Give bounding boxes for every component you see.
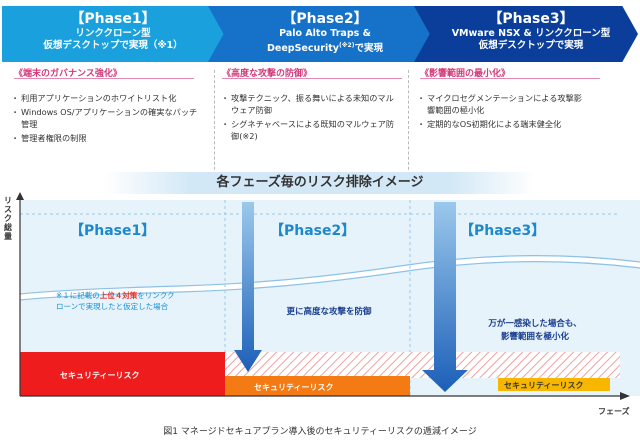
wave-band — [20, 255, 640, 300]
chart-phase2-label: 【Phase2】 — [270, 223, 356, 239]
chart-phase3-label: 【Phase3】 — [460, 223, 546, 239]
section1-item: Windows OS/アプリケーションの確実なパッチ管理 — [11, 106, 204, 130]
section3-item: マイクロセグメンテーションによる攻撃影響範囲の極小化 — [417, 92, 590, 116]
y-axis-arrow-icon — [16, 192, 24, 200]
phase3-description-line2: 影響範囲を極小化 — [500, 332, 569, 342]
phase3-description-line1: 万が一感染した場合も、 — [488, 319, 582, 329]
phase1-sub1: リンククローン型 — [75, 28, 151, 39]
section1-title: 《端末のガバナンス強化》 — [14, 69, 122, 79]
figure-caption: 図1 マネージドセキュアプラン導入後のセキュリティーリスクの逓減イメージ — [163, 427, 477, 437]
section1-divider — [14, 78, 194, 79]
section2-list: 攻撃テクニック、振る舞いによる未知のマルウェア防御 シグネチャベースによる既知の… — [221, 92, 396, 144]
section-separator — [214, 70, 215, 180]
phase2-sub2-tail: で実現 — [354, 43, 383, 55]
risk-label-phase3: セキュリティーリスク — [504, 381, 584, 390]
phase2-description: 更に高度な攻撃を防御 — [286, 307, 372, 317]
phase3-header: 【Phase3】 VMware NSX & リンククローン型 仮想デスクトップで… — [414, 6, 638, 62]
phase3-description: 万が一感染した場合も、 影響範囲を極小化 — [470, 318, 600, 344]
phase3-title: 【Phase3】 — [488, 11, 574, 27]
phase2-sub2-line: DeepSecurity(※2)で実現 — [220, 40, 430, 55]
note-line2: ローンで実現したと仮定した場合 — [56, 302, 169, 311]
arrow-down-icon — [234, 202, 262, 372]
risk-block-phase3 — [498, 378, 610, 391]
phase2-sub2: DeepSecurity — [267, 43, 339, 55]
section1-item: 管理者権限の制限 — [11, 132, 204, 144]
note-highlight: 上位４対策 — [99, 291, 138, 300]
wave-line-top — [19, 254, 640, 295]
band-title: 各フェーズ毎のリスク排除イメージ — [105, 172, 535, 194]
phase1-sub2: 仮想デスクトップで実現（※1） — [43, 40, 183, 51]
y-axis-label: リスク総量 — [4, 196, 12, 241]
x-axis-label: フェーズ — [598, 407, 630, 416]
risk-area — [20, 200, 640, 294]
phase1-header: 【Phase1】 リンククローン型 仮想デスクトップで実現（※1） — [2, 6, 224, 62]
note-pre: ※１に記載の — [56, 291, 100, 300]
risk-label-phase2: セキュリティーリスク — [254, 383, 334, 392]
section1-item: 利用アプリケーションのホワイトリスト化 — [11, 92, 204, 104]
wave-line-bottom — [19, 260, 640, 301]
section1-list: 利用アプリケーションのホワイトリスト化 Windows OS/アプリケーションの… — [11, 92, 204, 146]
phase2-sub1: Palo Alto Traps & — [279, 28, 371, 39]
phase3-sub1: VMware NSX & リンククローン型 — [451, 28, 611, 39]
risk-label-phase1: セキュリティーリスク — [60, 371, 140, 380]
section3-item: 定期的なOS初期化による端末健全化 — [417, 118, 590, 130]
section3-divider — [420, 78, 600, 79]
note-post: をリンクク — [137, 291, 175, 300]
phase2-title: 【Phase2】 — [282, 11, 368, 27]
risk-block-phase1 — [20, 352, 225, 396]
section2-title: 《高度な攻撃の防御》 — [222, 69, 313, 79]
risk-block-phase2 — [225, 376, 410, 396]
section3-list: マイクロセグメンテーションによる攻撃影響範囲の極小化 定期的なOS初期化による端… — [417, 92, 590, 132]
arrow-down-icon — [422, 202, 468, 392]
section2-item: 攻撃テクニック、振る舞いによる未知のマルウェア防御 — [221, 92, 396, 116]
phase3-sub2: 仮想デスクトップで実現 — [478, 40, 584, 51]
phase1-title: 【Phase1】 — [70, 11, 156, 27]
chart-phase1-label: 【Phase1】 — [70, 223, 156, 239]
section2-item: シグネチャベースによる既知のマルウェア防御(※2) — [221, 118, 396, 142]
x-axis-arrow-icon — [620, 392, 630, 400]
section-separator — [408, 70, 409, 180]
section3-title: 《影響範囲の最小化》 — [420, 69, 511, 79]
phase2-sub2-sup: (※2) — [338, 42, 355, 49]
risk-diagram — [16, 192, 640, 400]
phase2-header: 【Phase2】 Palo Alto Traps & DeepSecurity(… — [208, 6, 430, 62]
section2-divider — [222, 78, 402, 79]
phase1-note: ※１に記載の上位４対策をリンクク ローンで実現したと仮定した場合 — [56, 290, 216, 312]
